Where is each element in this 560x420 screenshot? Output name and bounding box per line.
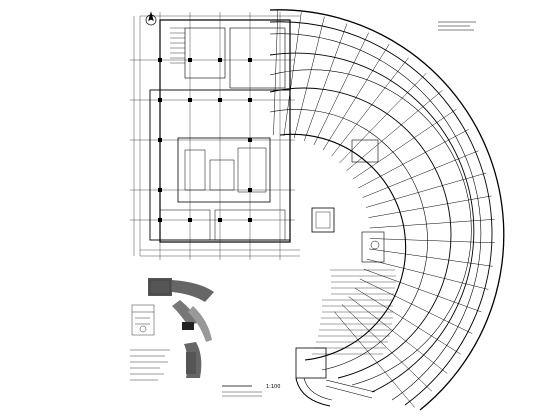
- general-notes: [438, 21, 476, 31]
- curved-wing: [269, 9, 505, 411]
- radial-partition: [339, 72, 427, 164]
- radial-partition: [283, 12, 302, 137]
- radial-partition: [363, 268, 482, 313]
- rectangular-wing: [130, 12, 300, 260]
- radial-partition: [334, 311, 415, 408]
- radial-partition: [369, 219, 495, 229]
- radial-partition: [366, 172, 487, 208]
- radial-partition: [346, 90, 443, 171]
- radial-partition: [359, 278, 473, 334]
- radial-partition: [352, 108, 457, 180]
- north-arrow-icon: [145, 11, 157, 26]
- radial-partition: [303, 23, 348, 142]
- drawing-scale: 1:100: [266, 384, 280, 390]
- radial-partition: [331, 57, 409, 157]
- radial-partition: [348, 296, 448, 374]
- drawing-title-block: 1:100: [222, 384, 280, 397]
- radial-partition: [366, 258, 489, 290]
- radial-partition: [362, 150, 479, 198]
- radial-partition: [322, 44, 390, 151]
- key-plan-icon: [130, 278, 214, 381]
- radial-partition: [354, 287, 461, 355]
- radial-partition: [293, 16, 325, 139]
- radial-partition: [313, 32, 369, 146]
- radial-partition: [369, 238, 495, 244]
- radial-partition: [273, 10, 279, 136]
- radial-partition: [368, 248, 493, 267]
- radial-partition: [358, 129, 469, 189]
- radial-partition: [368, 195, 492, 218]
- radial-partition: [341, 304, 433, 392]
